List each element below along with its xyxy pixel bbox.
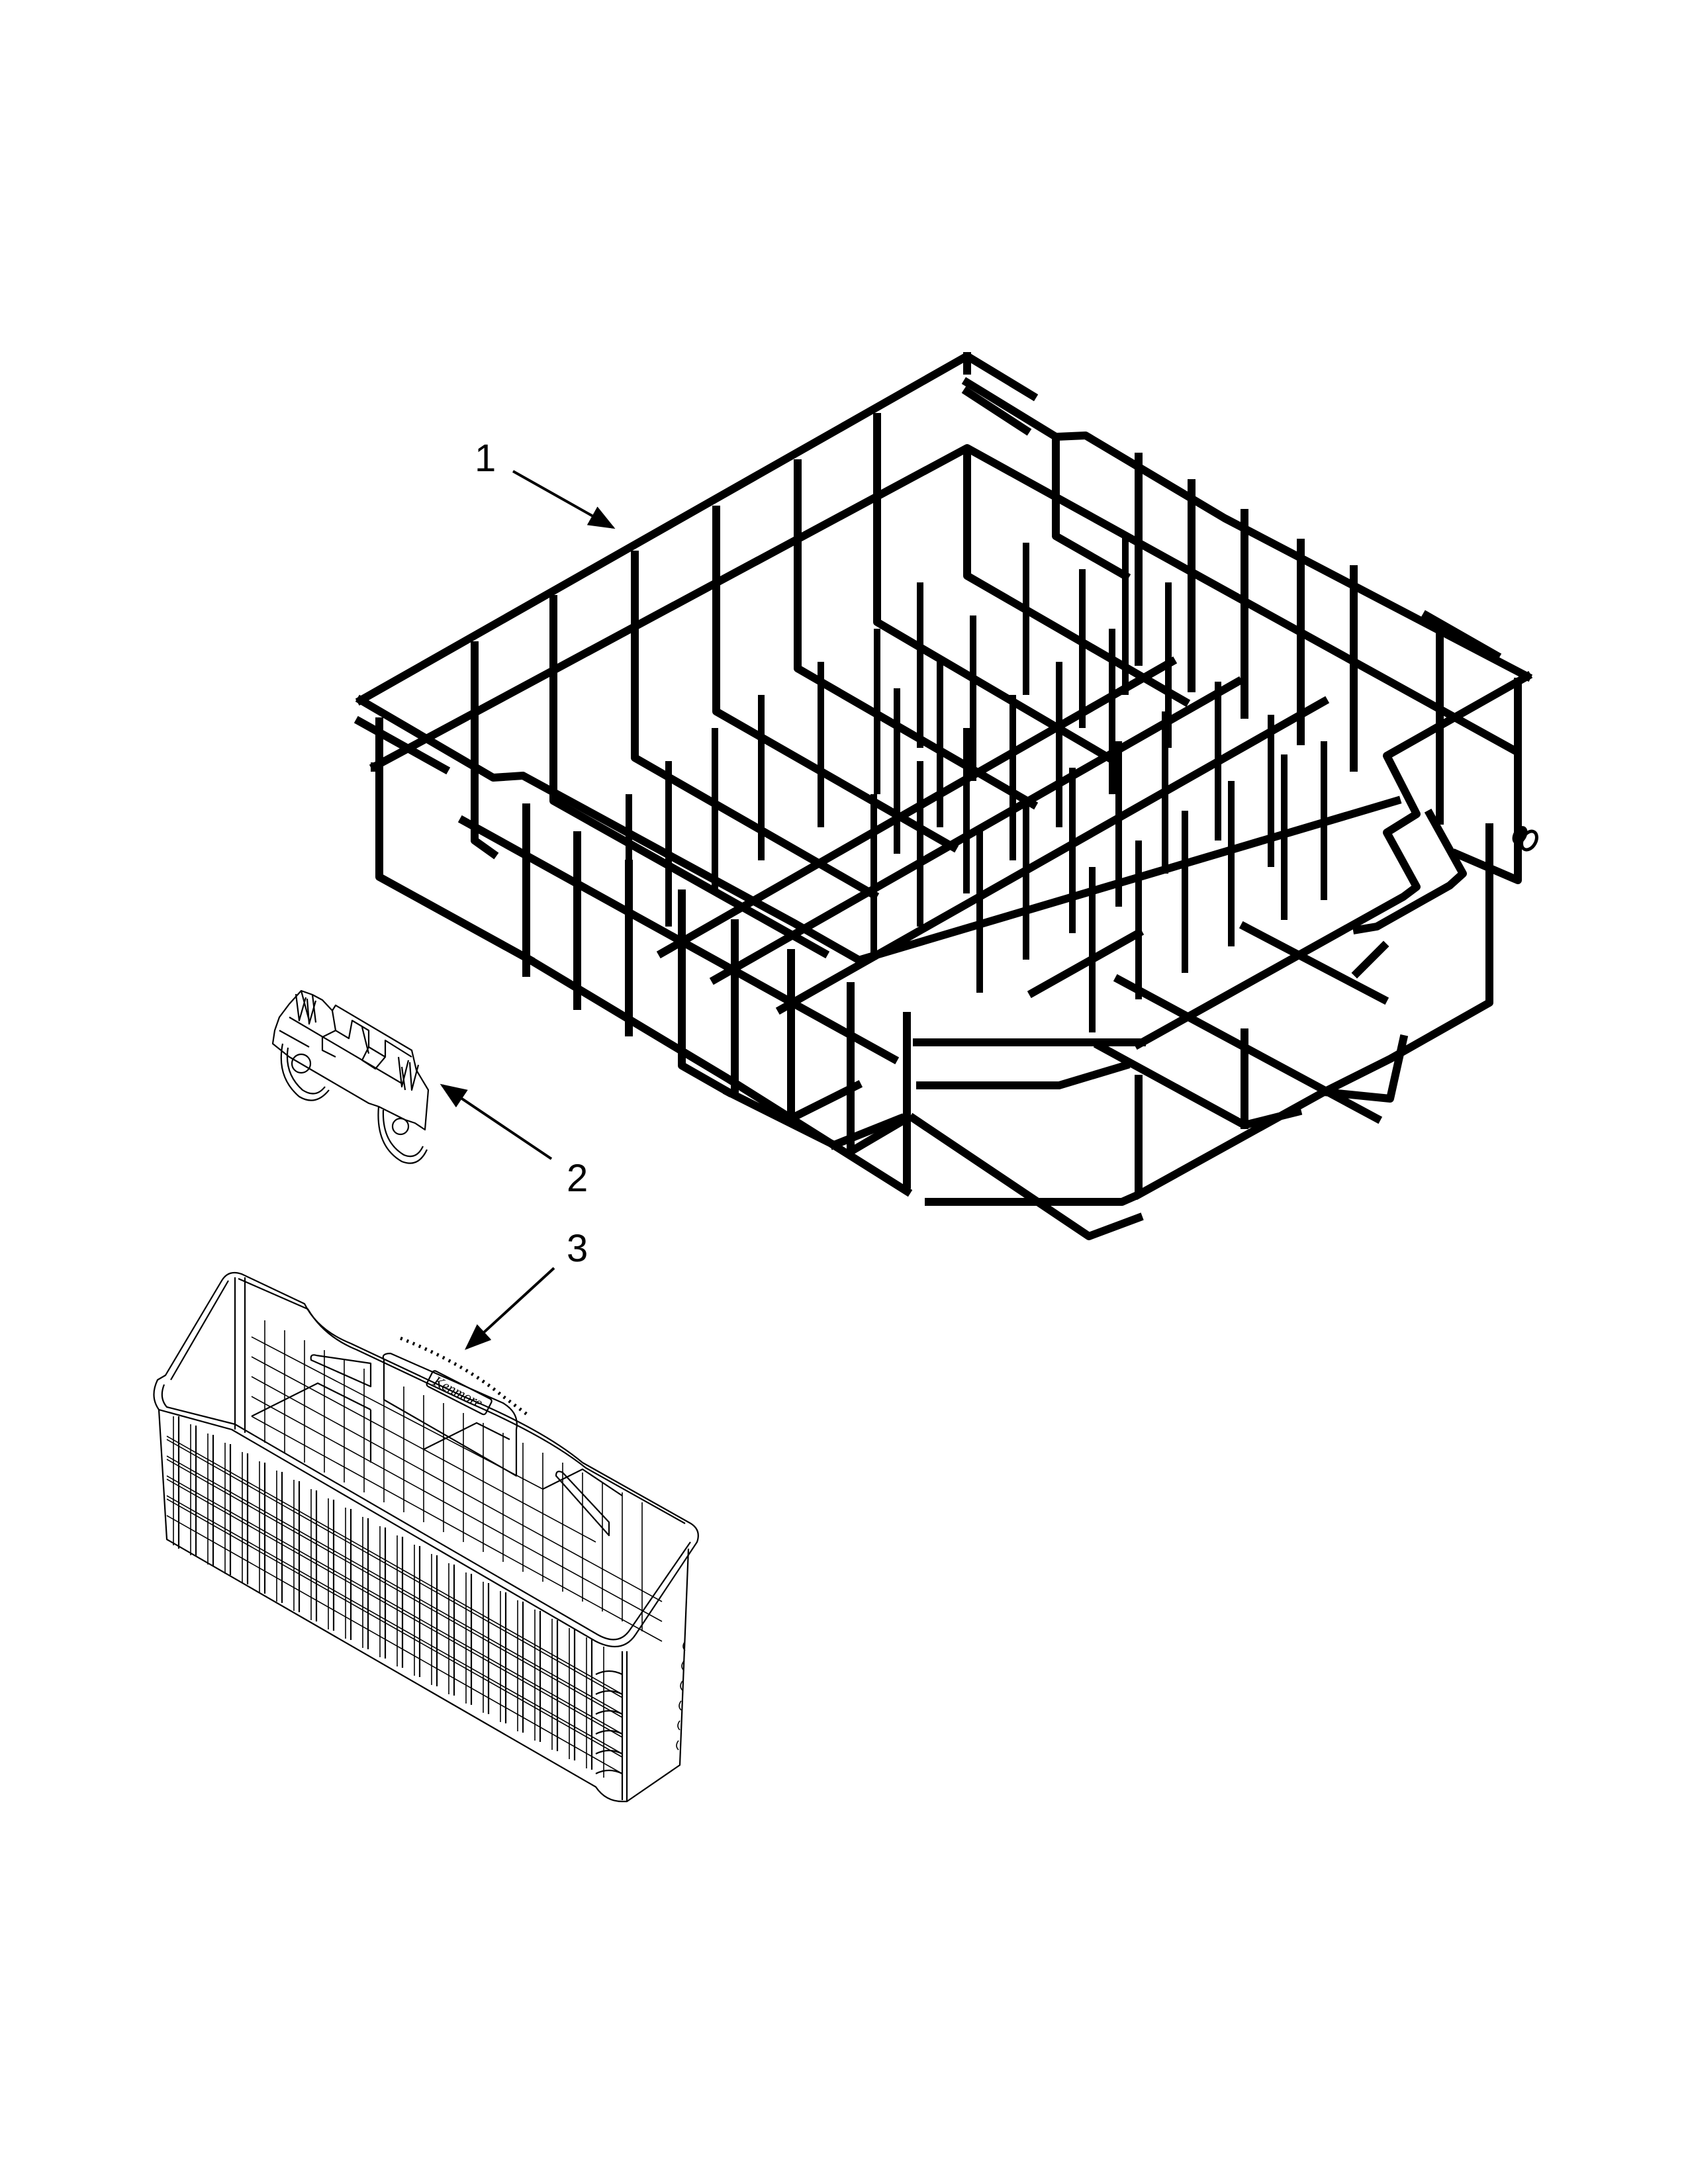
basket-back-edge xyxy=(234,1277,246,1433)
dishrack-upper[interactable] xyxy=(353,352,1540,1240)
rack-bottom-grid xyxy=(524,823,1493,1240)
callout-label-1: 1 xyxy=(475,437,496,480)
rack-mid-rim xyxy=(369,444,1522,772)
callout-label-2: 2 xyxy=(567,1157,588,1200)
roller-wheel-right xyxy=(377,1106,428,1164)
rack-right-side xyxy=(1133,670,1533,1050)
roller-body xyxy=(271,989,430,1131)
callout-3: 3 xyxy=(465,1227,588,1350)
rack-roller-assembly[interactable] xyxy=(271,989,430,1164)
rack-knob-icon xyxy=(1512,826,1538,852)
rack-left-verticals xyxy=(375,413,1444,966)
callout-2: 2 xyxy=(440,1083,588,1200)
leader-arrow-3 xyxy=(465,1267,555,1350)
basket-side-bumps xyxy=(676,1641,686,1751)
basket-end-ribs xyxy=(595,1670,623,1774)
rack-top-rim-segment xyxy=(353,386,1502,775)
rack-top-rim xyxy=(355,352,1533,967)
basket-handle-opening xyxy=(382,1352,518,1477)
roller-prongs xyxy=(295,993,420,1091)
rack-tine-bars xyxy=(457,656,1402,1065)
basket-body xyxy=(158,1409,690,1803)
callout-label-3: 3 xyxy=(567,1227,588,1270)
basket-front-grid xyxy=(166,1416,623,1778)
basket-divider-slot xyxy=(310,1354,610,1537)
basket-dividers xyxy=(251,1382,623,1496)
leader-arrow-2 xyxy=(440,1083,553,1160)
rack-side-handle xyxy=(1352,808,1467,934)
basket-rim xyxy=(153,1271,699,1648)
basket-rim-inner xyxy=(161,1277,691,1641)
silverware-basket[interactable]: Kenmore xyxy=(153,1271,699,1803)
leader-arrow-1 xyxy=(512,470,616,529)
callout-1: 1 xyxy=(475,437,616,529)
roller-body-detail xyxy=(279,990,412,1091)
basket-grip-texture xyxy=(400,1336,531,1418)
roller-wheel-left xyxy=(280,1043,330,1101)
